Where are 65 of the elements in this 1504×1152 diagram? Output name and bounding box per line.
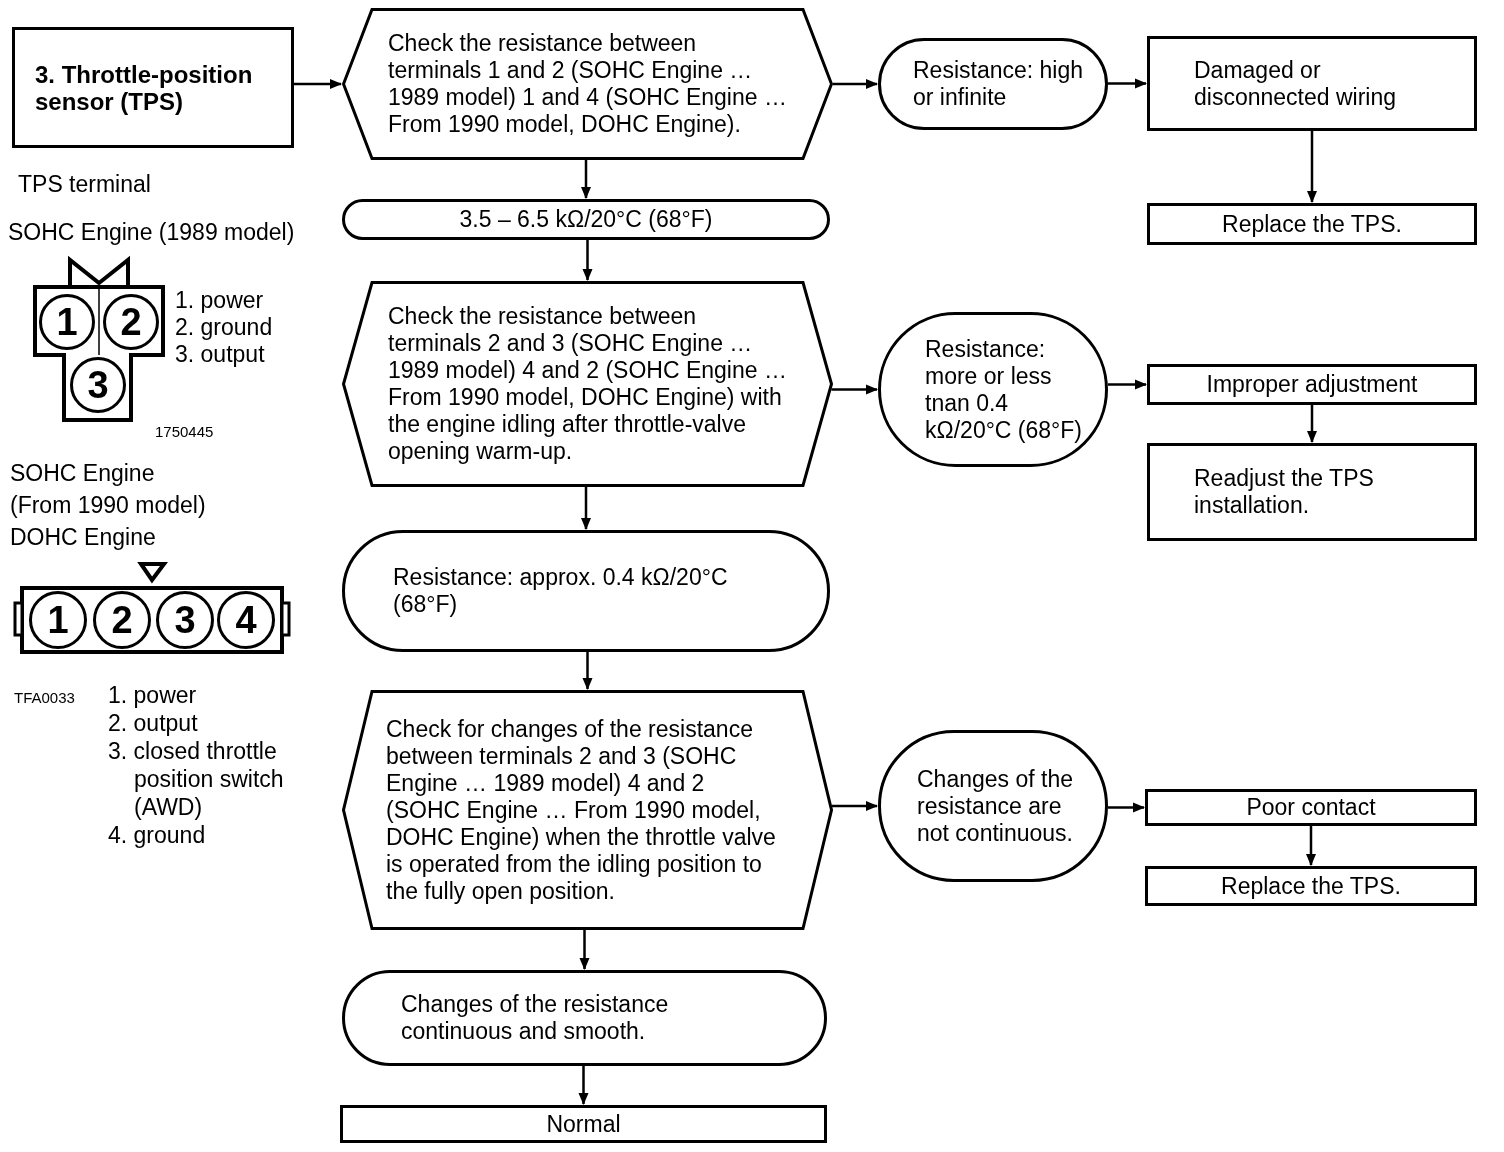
figure-code: 1750445 [155, 422, 214, 442]
pin-number: 1 [56, 302, 78, 342]
arrow [1108, 78, 1147, 89]
terminal-label: (From 1990 model) [10, 491, 206, 519]
arrow [581, 160, 591, 199]
step-text: Readjust the TPS installation. [1194, 465, 1375, 519]
terminal-label: 1. power [175, 286, 264, 314]
pin-number: 2 [111, 600, 133, 640]
figure-code: TFA0033 [14, 688, 75, 708]
process-box [1147, 443, 1477, 541]
terminal-label: 1. power [108, 681, 197, 709]
arrow [831, 384, 878, 395]
process-box [1147, 364, 1477, 405]
terminal-label: 3. output [175, 340, 265, 368]
arrow [832, 801, 878, 811]
step-text: Check for changes of the resistance between terminals 2 and 3 (SOHC Engine … 1989 model) 4 and 2 (SOHC Engine … From 1990 model, DOHC Engine) when the throttle valve is operated from the idling position to the fully open position. [386, 715, 777, 905]
arrow [582, 652, 593, 690]
pin-number: 4 [235, 600, 257, 640]
arrow [581, 487, 591, 530]
terminal-label: SOHC Engine [10, 459, 155, 487]
process-box [1145, 789, 1477, 826]
step-text: Changes of the resistance continuous and smooth. [401, 991, 670, 1045]
process-box [1145, 866, 1477, 906]
arrow [1307, 405, 1317, 443]
step-text: Changes of the resistance are not continuous. [917, 765, 1074, 847]
arrow [1107, 379, 1147, 390]
terminal-label: 3. closed throttle position switch (AWD) [108, 737, 285, 821]
arrow [1108, 802, 1145, 813]
arrow [1307, 131, 1317, 203]
check-hexagon [342, 690, 833, 930]
process-box [12, 27, 294, 148]
step-text: Poor contact [1246, 794, 1376, 821]
step-text: Improper adjustment [1206, 371, 1418, 398]
check-hexagon [342, 281, 833, 487]
step-text: Check the resistance between terminals 1 and 2 (SOHC Engine … 1989 model) 1 and 4 (SOHC Engine … From 1990 model, DOHC Engine). [388, 30, 788, 138]
terminal-label: SOHC Engine (1989 model) [8, 218, 295, 246]
section-title: 3. Throttle-position sensor (TPS) [35, 60, 254, 115]
arrow [579, 930, 590, 970]
terminal-label: DOHC Engine [10, 523, 156, 551]
process-box [1147, 203, 1477, 245]
pin-number: 2 [120, 302, 142, 342]
step-text: Check the resistance between terminals 2 and 3 (SOHC Engine … 1989 model) 4 and 2 (SOHC Engine … From 1990 model, DOHC Engine) with the engine idling after throttle-valve opening warm-up. [388, 303, 788, 465]
terminal-label: 2. output [108, 709, 198, 737]
process-box [1147, 36, 1477, 131]
pin-number: 3 [87, 365, 109, 405]
pin-number: 1 [47, 600, 69, 640]
terminal-label: TPS terminal [18, 170, 151, 198]
step-text: Replace the TPS. [1222, 210, 1402, 238]
step-text: Damaged or disconnected wiring [1194, 56, 1397, 111]
step-text: Resistance: approx. 0.4 kΩ/20°C (68°F) [393, 564, 729, 618]
step-text: Replace the TPS. [1221, 872, 1401, 900]
arrow [582, 240, 593, 281]
check-hexagon [342, 8, 833, 160]
step-text: 3.5 – 6.5 kΩ/20°C (68°F) [459, 206, 713, 233]
arrow [294, 79, 342, 89]
pin-number: 3 [174, 600, 196, 640]
step-text: Resistance: high or infinite [913, 57, 1085, 111]
step-text: Normal [546, 1110, 621, 1138]
arrow [578, 1066, 589, 1105]
terminal-label: 4. ground [108, 821, 206, 849]
arrow [833, 79, 878, 89]
terminal-label: 2. ground [175, 313, 273, 341]
step-text: Resistance: more or less tnan 0.4 kΩ/20°C (68°F) [925, 335, 1083, 444]
process-box [340, 1105, 827, 1143]
arrow [1306, 826, 1316, 866]
